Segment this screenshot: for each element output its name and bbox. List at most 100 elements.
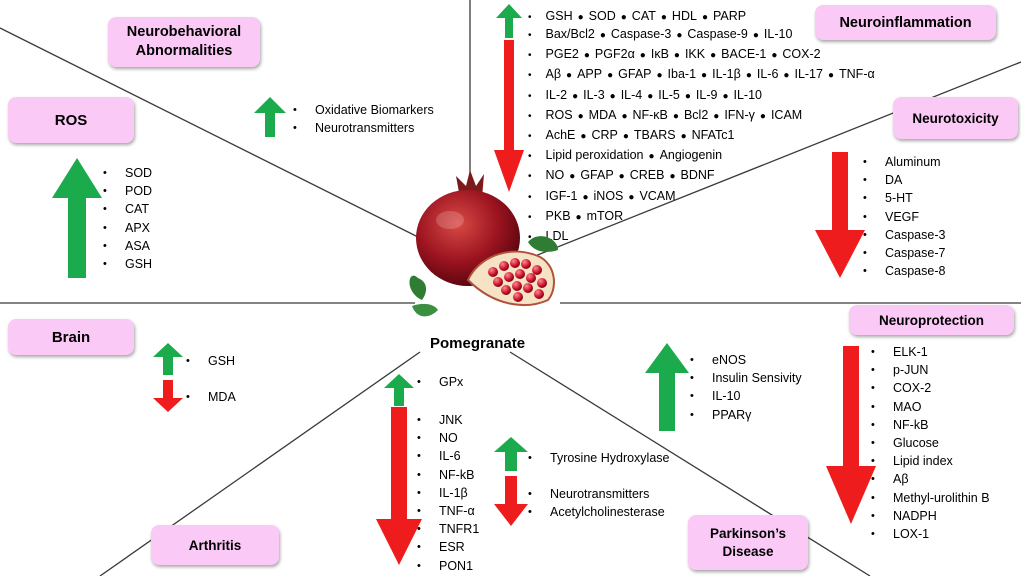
bullet-separator: ●	[722, 90, 729, 102]
neurotoxicity-down-list: Aluminum DA 5-HT VEGF Caspase-3 Caspase-…	[863, 153, 945, 281]
list-item: IκB	[650, 47, 669, 62]
list-item: Lipid peroxidation	[528, 148, 644, 162]
bullet-separator: ●	[628, 191, 635, 203]
bullet-separator: ●	[618, 171, 625, 183]
pomegranate-illustration	[409, 170, 558, 317]
list-item: PPARγ	[690, 406, 802, 424]
list-item: APP	[577, 67, 603, 82]
list-item: Lipid index	[871, 452, 990, 470]
list-item: PGF2α	[594, 47, 635, 62]
list-item: 5-HT	[863, 189, 945, 207]
bullet-separator: ●	[621, 110, 628, 122]
neuroinflammation-up-arrow	[496, 4, 522, 38]
list-item: eNOS	[690, 351, 802, 369]
list-item: MDA	[588, 107, 617, 122]
list-item: IL-10	[690, 387, 802, 405]
ros-up-arrow	[52, 158, 102, 278]
list-item: Caspase-7	[863, 244, 945, 262]
list-item: PARP	[712, 9, 747, 23]
parkinsons-up-arrow-b	[494, 437, 528, 471]
list-item: LOX-1	[871, 525, 990, 543]
bullet-separator: ●	[759, 110, 766, 122]
list-item: HDL	[671, 9, 697, 23]
bullet-separator: ●	[701, 12, 708, 23]
bullet-separator: ●	[583, 50, 590, 62]
list-item: IL-9	[695, 87, 718, 102]
list-item: Aluminum	[863, 153, 945, 171]
neuroinflammation-row: AchE●CRP●TBARS●NFATc1	[528, 126, 880, 146]
neuroinflammation-row: PKB●mTOR	[528, 207, 880, 227]
neurotoxicity-down-arrow	[815, 152, 865, 278]
neuroinflammation-row: Lipid peroxidation●Angiogenin	[528, 146, 880, 166]
list-item: ELK-1	[871, 343, 990, 361]
bullet-separator: ●	[647, 90, 654, 102]
bullet-separator: ●	[680, 131, 687, 143]
neuroinflammation-down-rows: Bax/Bcl2●Caspase-3●Caspase-9●IL-10PGE2●P…	[528, 25, 880, 247]
bullet-separator: ●	[572, 90, 579, 102]
list-item: GSH	[103, 255, 152, 273]
list-item: APX	[103, 219, 152, 237]
bullet-separator: ●	[684, 90, 691, 102]
arthritis-up-list: GPx	[417, 373, 463, 391]
list-item: IL-2	[528, 88, 567, 102]
neuroinflammation-up-row: GSH●SOD●CAT●HDL●PARP	[528, 7, 751, 27]
list-item: ESR	[417, 538, 479, 556]
neuroinflammation-title: Neuroinflammation	[839, 14, 972, 31]
list-item: Caspase-3	[863, 226, 945, 244]
list-item: Iba-1	[667, 67, 697, 82]
neuroinflammation-row: IL-2●IL-3●IL-4●IL-5●IL-9●IL-10	[528, 86, 880, 106]
list-item: IKK	[684, 47, 706, 62]
bullet-separator: ●	[599, 30, 606, 41]
list-item: Insulin Sensivity	[690, 369, 802, 387]
bullet-separator: ●	[569, 171, 576, 183]
neurobehavioral-title-line2: Abnormalities	[135, 43, 233, 59]
parkinsons-title-line1: Parkinson’s	[709, 525, 787, 541]
neuroinflammation-row: NO●GFAP●CREB●BDNF	[528, 166, 880, 186]
list-item: Neurotransmitters	[293, 119, 434, 137]
list-item: CAT	[103, 200, 152, 218]
list-item: NO	[417, 429, 479, 447]
list-item: NF-kB	[871, 416, 990, 434]
list-item: Aβ	[871, 470, 990, 488]
list-item: IL-10	[733, 87, 762, 102]
brain-up-list: GSH	[186, 352, 235, 370]
list-item: PGE2	[528, 47, 579, 61]
neuroprotection-down-arrow	[826, 346, 876, 524]
bullet-separator: ●	[577, 110, 584, 122]
list-item: Aβ	[528, 67, 561, 81]
list-item: Acetylcholinesterase	[528, 503, 665, 521]
list-item: JNK	[417, 411, 479, 429]
list-item: IL-10	[763, 27, 793, 41]
list-item: TNF-α	[417, 502, 479, 520]
list-item: NF-κB	[632, 107, 668, 122]
bullet-separator: ●	[580, 131, 587, 143]
list-item: GPx	[417, 373, 463, 391]
list-item: Caspase-3	[610, 27, 672, 41]
neuroprotection-down-list: ELK-1 p-JUN COX-2 MAO NF-kB Glucose Lipi…	[871, 343, 990, 543]
list-item: CREB	[629, 168, 665, 183]
list-item: TBARS	[633, 128, 676, 143]
neuroinflammation-label: Neuroinflammation	[815, 5, 996, 40]
list-item: NFATc1	[691, 128, 735, 143]
list-item: IL-1β	[417, 484, 479, 502]
list-item: IL-4	[620, 87, 643, 102]
list-item: Tyrosine Hydroxylase	[528, 449, 670, 467]
list-item: Bcl2	[683, 107, 709, 122]
neuroinflammation-row: PGE2●PGF2α●IκB●IKK●BACE-1●COX-2	[528, 45, 880, 65]
bullet-separator: ●	[676, 30, 683, 41]
list-item: VEGF	[863, 208, 945, 226]
bullet-separator: ●	[672, 110, 679, 122]
list-item: Oxidative Biomarkers	[293, 101, 434, 119]
parkinsons-up-list-b: Tyrosine Hydroxylase	[528, 449, 670, 467]
list-item: GFAP	[618, 67, 652, 82]
list-item: CAT	[631, 9, 656, 23]
arthritis-up-arrow	[384, 374, 414, 406]
arthritis-down-list: JNK NO IL-6 NF-kB IL-1β TNF-α TNFR1 ESR …	[417, 411, 479, 575]
bullet-separator: ●	[656, 70, 663, 82]
list-item: IL-5	[658, 87, 680, 102]
bullet-separator: ●	[660, 12, 667, 23]
list-item: COX-2	[871, 379, 990, 397]
list-item: ASA	[103, 237, 152, 255]
list-item: Glucose	[871, 434, 990, 452]
bullet-separator: ●	[752, 30, 759, 41]
